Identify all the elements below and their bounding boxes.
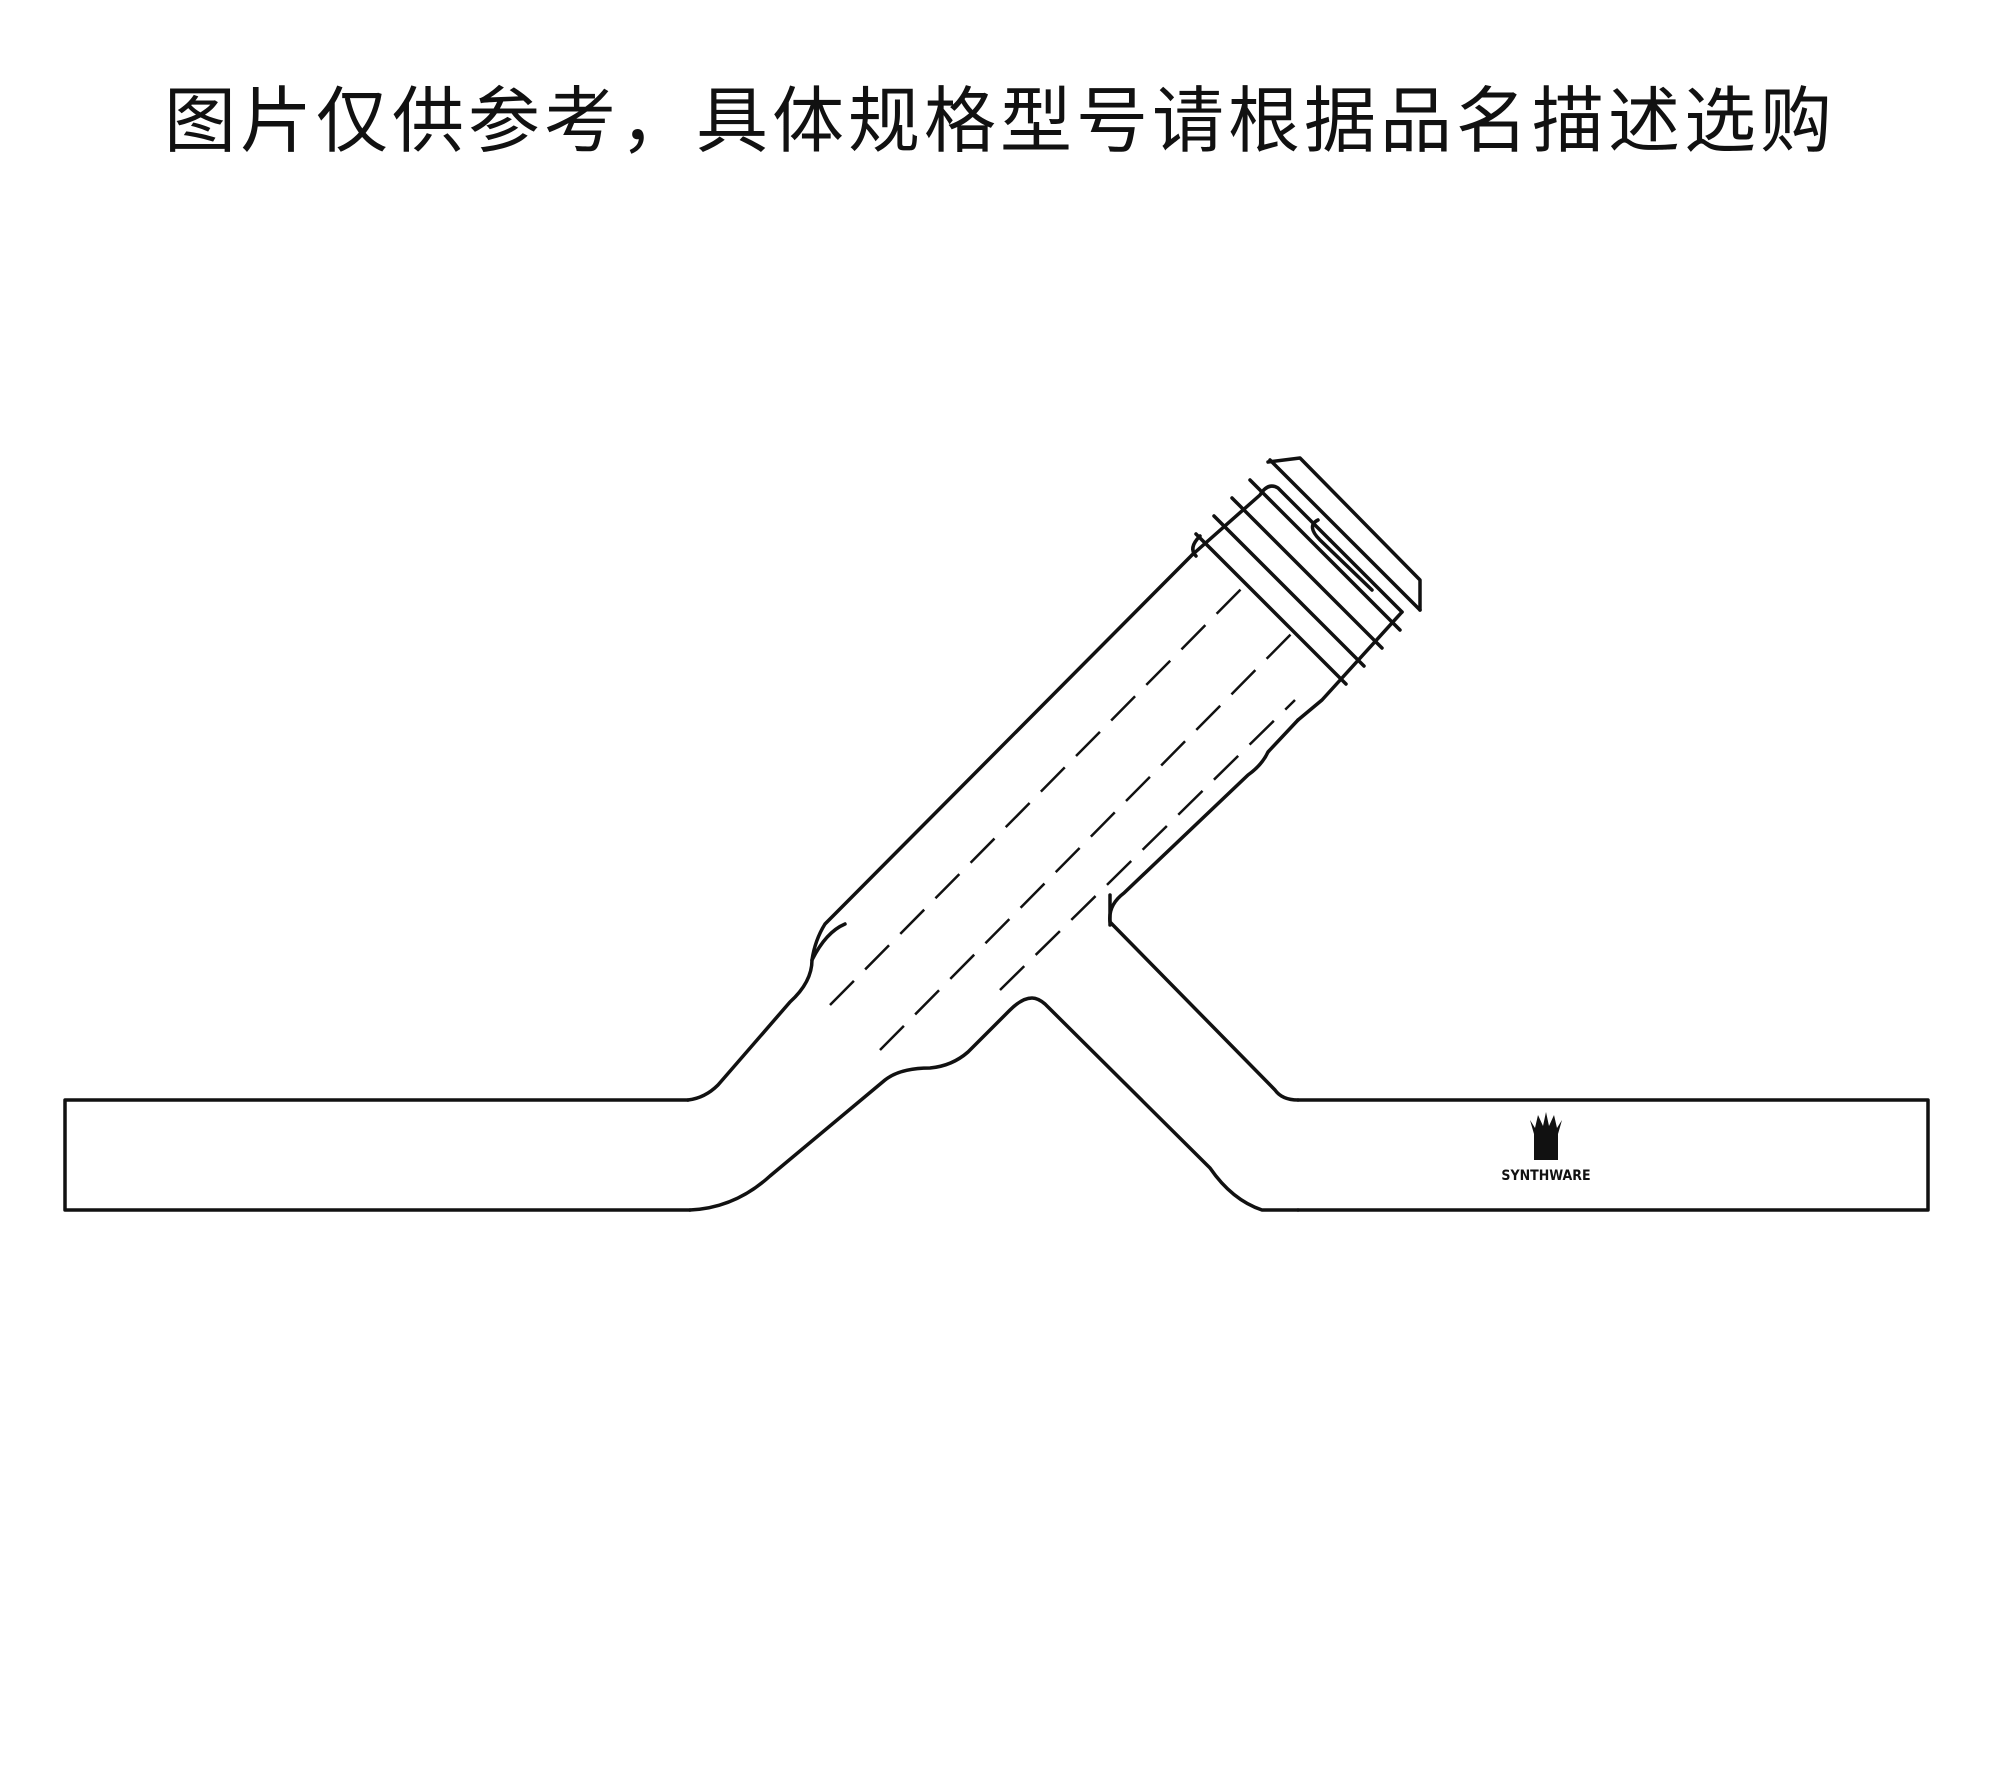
synthware-flask-logo-icon: SYNTHWARE [1501, 1112, 1591, 1184]
left-tube [63, 1098, 692, 1212]
angled-sidearm-outline [686, 553, 1300, 1212]
logo-text: SYNTHWARE [1501, 1168, 1590, 1184]
caption-text: 图片仅供参考，具体规格型号请根据品名描述选购 [163, 79, 1836, 163]
screw-thread-neck [1190, 456, 1422, 722]
inner-bore-dashes [829, 579, 1301, 1051]
right-tube [1296, 1098, 1930, 1212]
